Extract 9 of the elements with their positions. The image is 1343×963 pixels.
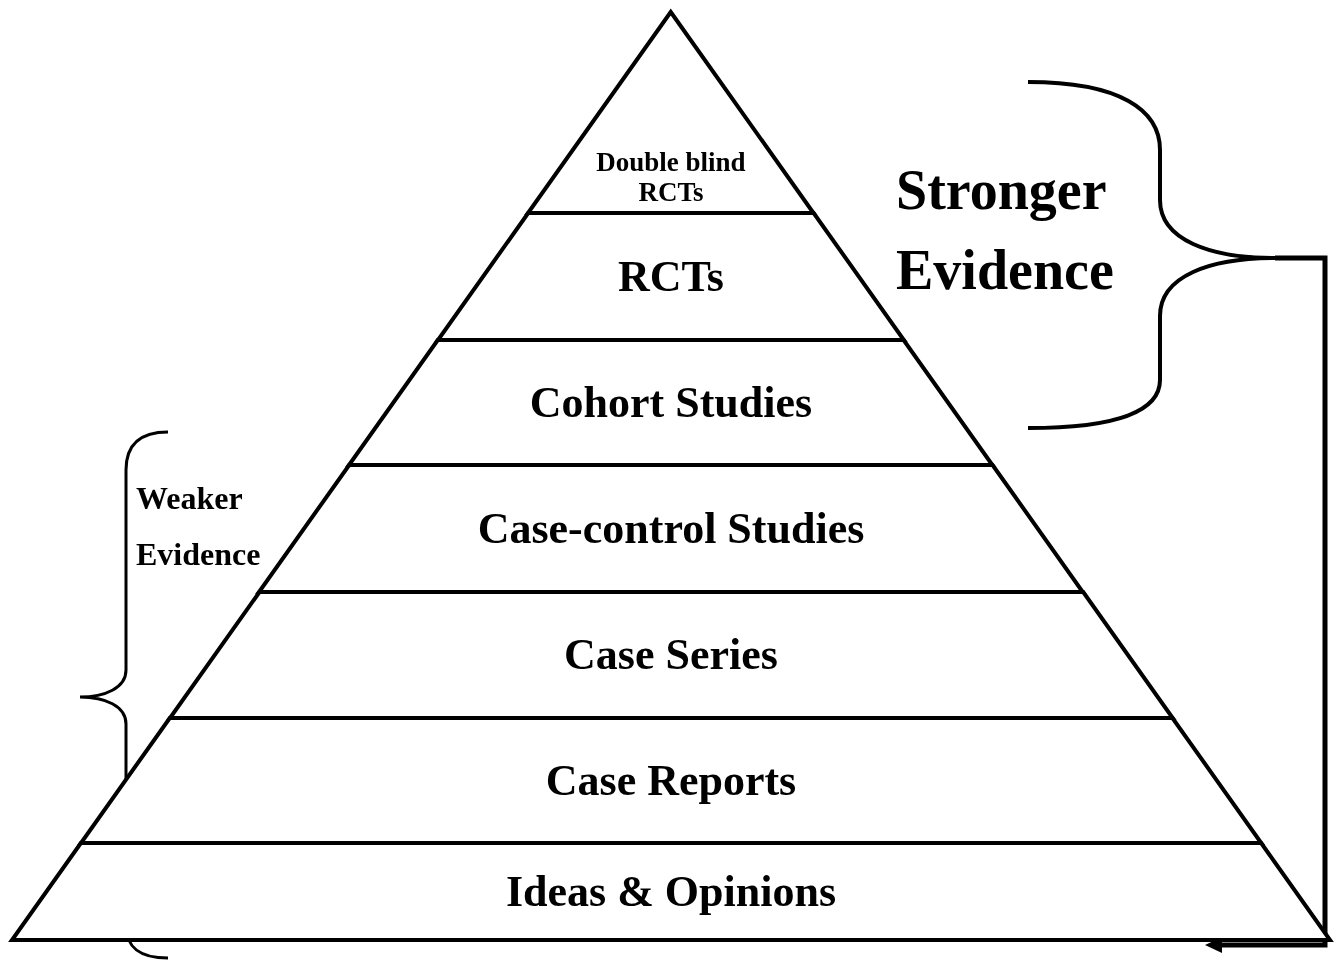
stronger-evidence-label: Stronger Evidence <box>896 158 1115 303</box>
layer-label: Case-control Studies <box>477 502 865 555</box>
layer-label: Ideas & Opinions <box>505 865 837 918</box>
weaker-evidence-label: Weaker Evidence <box>136 479 262 574</box>
layer-label: Case Series <box>564 629 778 681</box>
layer-label: Case Reports <box>545 754 797 807</box>
layer-label: RCTs <box>618 250 724 303</box>
layer-label: Double blind RCTs <box>595 147 747 207</box>
layer-label: Cohort Studies <box>529 376 813 429</box>
